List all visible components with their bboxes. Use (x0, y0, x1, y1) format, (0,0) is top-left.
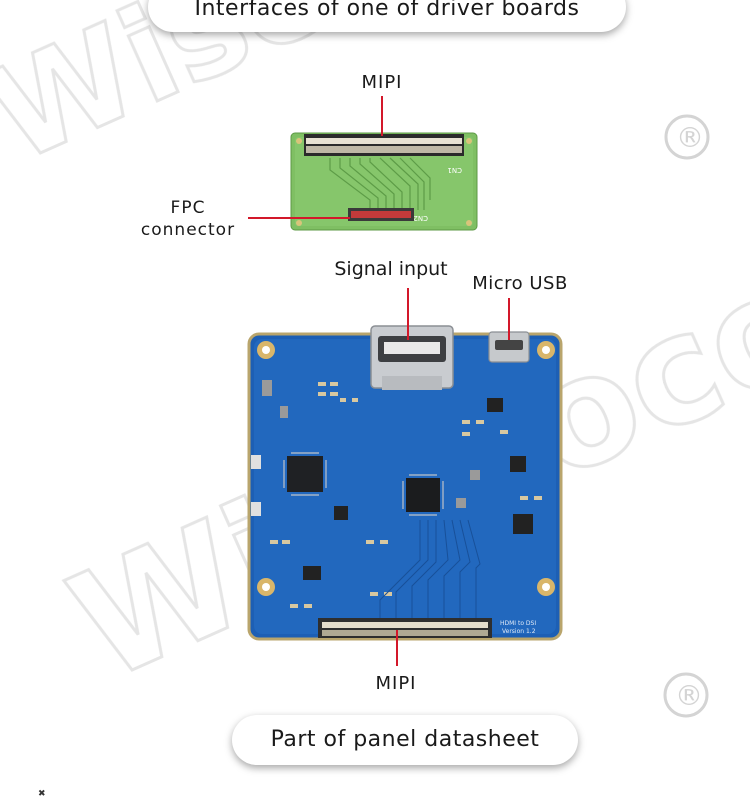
heading-datasheet: Part of panel datasheet (232, 715, 578, 765)
heading-interfaces: Interfaces of one of driver boards (148, 0, 626, 32)
leader-line-mipi-top (381, 96, 383, 136)
small-adapter-board: CN1 CN2 (290, 132, 478, 231)
label-mipi-top: MIPI (361, 72, 403, 93)
corner-mark-icon: ✖ (38, 789, 46, 799)
mounting-holes (257, 341, 555, 596)
label-fpc-connector: FPC connector (128, 197, 248, 241)
ic-chips (283, 398, 533, 580)
silk-board-version: Version 1.2 (502, 628, 536, 635)
label-fpc-line2: connector (140, 220, 236, 240)
silk-cn1: CN1 (447, 166, 462, 174)
leader-line-mipi-bottom (396, 630, 398, 666)
mipi-output-connector (318, 618, 492, 638)
label-fpc-line1: FPC (170, 198, 206, 218)
leader-line-micro-usb (508, 298, 510, 340)
hdmi-connector (370, 325, 454, 390)
leader-line-signal-input (407, 288, 409, 340)
silk-cn2: CN2 (413, 214, 428, 222)
silk-board-name: HDMI to DSI (500, 620, 536, 627)
main-driver-board: HDMI to DSI Version 1.2 (247, 325, 563, 641)
micro-usb-connector (488, 331, 530, 363)
label-signal-input: Signal input (334, 258, 448, 280)
leader-line-fpc (248, 217, 350, 219)
label-mipi-bottom: MIPI (375, 673, 417, 694)
label-micro-usb: Micro USB (472, 273, 568, 294)
